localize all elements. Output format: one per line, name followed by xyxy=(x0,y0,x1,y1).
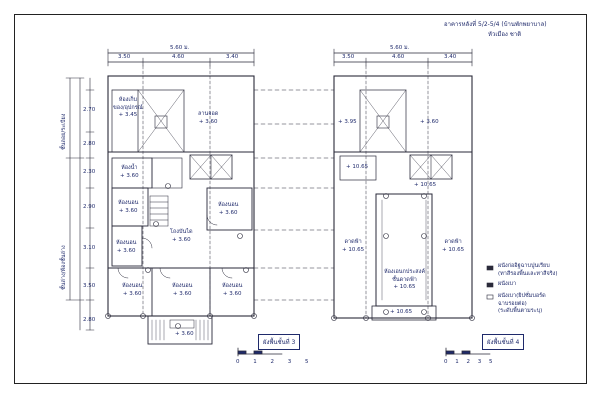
header-line1: อาคารหลังที่ 5/2-5/4 (บ้านพักพยาบาล) xyxy=(444,21,547,28)
room-hall-level: + 3.60 xyxy=(171,236,191,243)
floor1-vdim-1: 2.70 xyxy=(83,107,96,113)
floor2-center-top-level: + 3.60 xyxy=(420,119,439,125)
floor1-vdim-4: 2.90 xyxy=(83,204,96,210)
floor2-hall-level: + 10.65 xyxy=(393,284,416,290)
room-bot1-level: + 3.60 xyxy=(122,290,142,297)
room-bot1-name: ห้องนอน xyxy=(122,283,143,289)
floor2-bottom-level: + 10.65 xyxy=(390,309,413,315)
room-bath: ห้องน้ำ + 3.60 xyxy=(120,165,139,179)
legend-swatches xyxy=(486,265,494,300)
room-bath-level: + 3.60 xyxy=(120,172,139,179)
room-upper-name: ลานจอด xyxy=(198,111,219,117)
floor2-right-room-name: ดาดฟ้า xyxy=(444,239,462,245)
floor2-hall-name: ห้องเอนกประสงค์ xyxy=(384,269,426,275)
floor1-vdim-2: 2.80 xyxy=(83,141,96,147)
room-store-level: + 3.45 xyxy=(118,112,138,118)
room-bot3: ห้องนอน + 3.60 xyxy=(222,283,243,297)
floor2-scale-labels: 0 1 2 3 5 xyxy=(444,359,493,366)
floor2-hall: ห้องเอนกประสงค์ ชั้นดาดฟ้า + 10.65 xyxy=(384,269,426,291)
scale2-label-3: 3 xyxy=(477,359,482,365)
room-store-sub: ของ/อุปกรณ์ xyxy=(113,104,143,111)
scale2-label-0: 0 xyxy=(444,359,448,365)
floor2-hall-sub: ชั้นดาดฟ้า xyxy=(392,276,417,283)
room-bot3-name: ห้องนอน xyxy=(222,283,243,289)
legend-item-3-line2: ฉาบรอยต่อ) xyxy=(498,300,527,307)
floor1-vdim-3: 2.30 xyxy=(83,169,96,175)
floor1-dim-3: 3.40 xyxy=(226,54,239,60)
room-hall: โถงบันได + 3.60 xyxy=(170,229,193,243)
room-bed1-level: + 3.60 xyxy=(118,207,138,214)
room-bot2-level: + 3.60 xyxy=(172,290,192,297)
scale1-label-0: 0 xyxy=(236,359,240,365)
floor1-dim-2: 4.60 xyxy=(172,54,185,60)
scale1-label-4: 5 xyxy=(305,359,309,365)
legend-item-3-line3: (ระดับพื้นตามระบุ) xyxy=(498,308,543,314)
floor1-total-dim: 5.60 ม. xyxy=(170,45,190,51)
header-line2: หัวเมือง ชาติ xyxy=(488,31,522,38)
scale1-label-2: 2 xyxy=(270,359,275,365)
legend-item-1-line1: ผนังก่ออิฐฉาบปูนเรียบ xyxy=(498,263,550,269)
legend-item-2-line1: ผนังเบา xyxy=(498,281,517,287)
room-bot2-name: ห้องนอน xyxy=(172,283,193,289)
scale1-label-3: 3 xyxy=(287,359,292,365)
floor2-dim-2: 4.60 xyxy=(392,54,405,60)
legend-item-1: ผนังก่ออิฐฉาบปูนเรียบ (ทาสีรองพื้นและทาส… xyxy=(498,263,558,277)
floor2-dim-1: 3.50 xyxy=(342,54,355,60)
floor1-vdim-7: 2.80 xyxy=(83,317,96,323)
room-bed2: ห้องนอน + 3.60 xyxy=(218,202,239,216)
floor2-plan xyxy=(331,48,475,321)
room-upper-level: + 3.60 xyxy=(198,118,218,125)
scale2-label-4: 5 xyxy=(489,359,493,365)
alignment-lines xyxy=(253,89,335,301)
floor1-scale-labels: 0 1 2 3 5 xyxy=(236,359,309,366)
room-store: ห้องเก็บ ของ/อุปกรณ์ + 3.45 xyxy=(113,97,143,119)
room-bot1: ห้องนอน + 3.60 xyxy=(122,283,143,297)
scale-bar-1 xyxy=(237,347,283,357)
room-bed1-name: ห้องนอน xyxy=(118,200,139,206)
floor2-title: ผังพื้นชั้นที่ 4 xyxy=(482,334,525,350)
drawing-sheet xyxy=(14,14,587,384)
room-bed3-level: + 3.60 xyxy=(116,247,136,254)
floor2-dim-3: 3.40 xyxy=(444,54,457,60)
floor1-side-label-2: ชั้นล่าง/ห้องชั้นล่าง xyxy=(61,245,67,290)
room-store-name: ห้องเก็บ xyxy=(118,97,138,103)
room-bed3: ห้องนอน + 3.60 xyxy=(116,240,137,254)
legend-item-2: ผนังเบา xyxy=(498,281,517,288)
room-bot3-level: + 3.60 xyxy=(222,290,242,297)
room-bath-name: ห้องน้ำ xyxy=(121,165,138,171)
scale2-label-2: 2 xyxy=(466,359,471,365)
floor2-left-room: ดาดฟ้า + 10.65 xyxy=(342,239,365,253)
room-bed3-name: ห้องนอน xyxy=(116,240,137,246)
floor1-side-label-1: ชั้นลอย/ระเบียง xyxy=(61,113,67,150)
legend-item-1-line2: (ทาสีรองพื้นและทาสีจริง) xyxy=(498,270,558,277)
floor1-title: ผังพื้นชั้นที่ 3 xyxy=(258,334,301,350)
legend-item-3-line1: ผนังเบา(ยิปซั่มบอร์ด xyxy=(498,293,546,299)
scale-bar-2 xyxy=(445,347,491,357)
room-bed1: ห้องนอน + 3.60 xyxy=(118,200,139,214)
legend-item-3: ผนังเบา(ยิปซั่มบอร์ด ฉาบรอยต่อ) (ระดับพื… xyxy=(498,293,546,315)
room-bed2-level: + 3.60 xyxy=(218,209,238,216)
floor2-left-top-level: + 3.95 xyxy=(338,119,357,125)
floor2-right-mid-level: + 10.65 xyxy=(414,182,437,188)
floor2-right-room: ดาดฟ้า + 10.65 xyxy=(442,239,465,253)
floor2-right-room-level: + 10.65 xyxy=(442,246,465,253)
floor1-dim-1: 3.50 xyxy=(118,54,131,60)
floor1-vdim-6: 3.50 xyxy=(83,283,96,289)
scale2-label-1: 1 xyxy=(455,359,459,365)
porch-level: + 3.60 xyxy=(175,331,194,337)
floor2-left-room-name: ดาดฟ้า xyxy=(344,239,362,245)
floor2-total-dim: 5.60 ม. xyxy=(390,45,410,51)
room-hall-name: โถงบันได xyxy=(170,229,193,235)
floor2-left-mid-level: + 10.65 xyxy=(346,164,369,170)
floor2-left-room-level: + 10.65 xyxy=(342,246,365,253)
floor1-vdim-5: 3.10 xyxy=(83,245,96,251)
floor1-plan xyxy=(65,48,257,345)
room-upper: ลานจอด + 3.60 xyxy=(198,111,219,125)
scale1-label-1: 1 xyxy=(253,359,257,365)
room-bed2-name: ห้องนอน xyxy=(218,202,239,208)
room-bot2: ห้องนอน + 3.60 xyxy=(172,283,193,297)
